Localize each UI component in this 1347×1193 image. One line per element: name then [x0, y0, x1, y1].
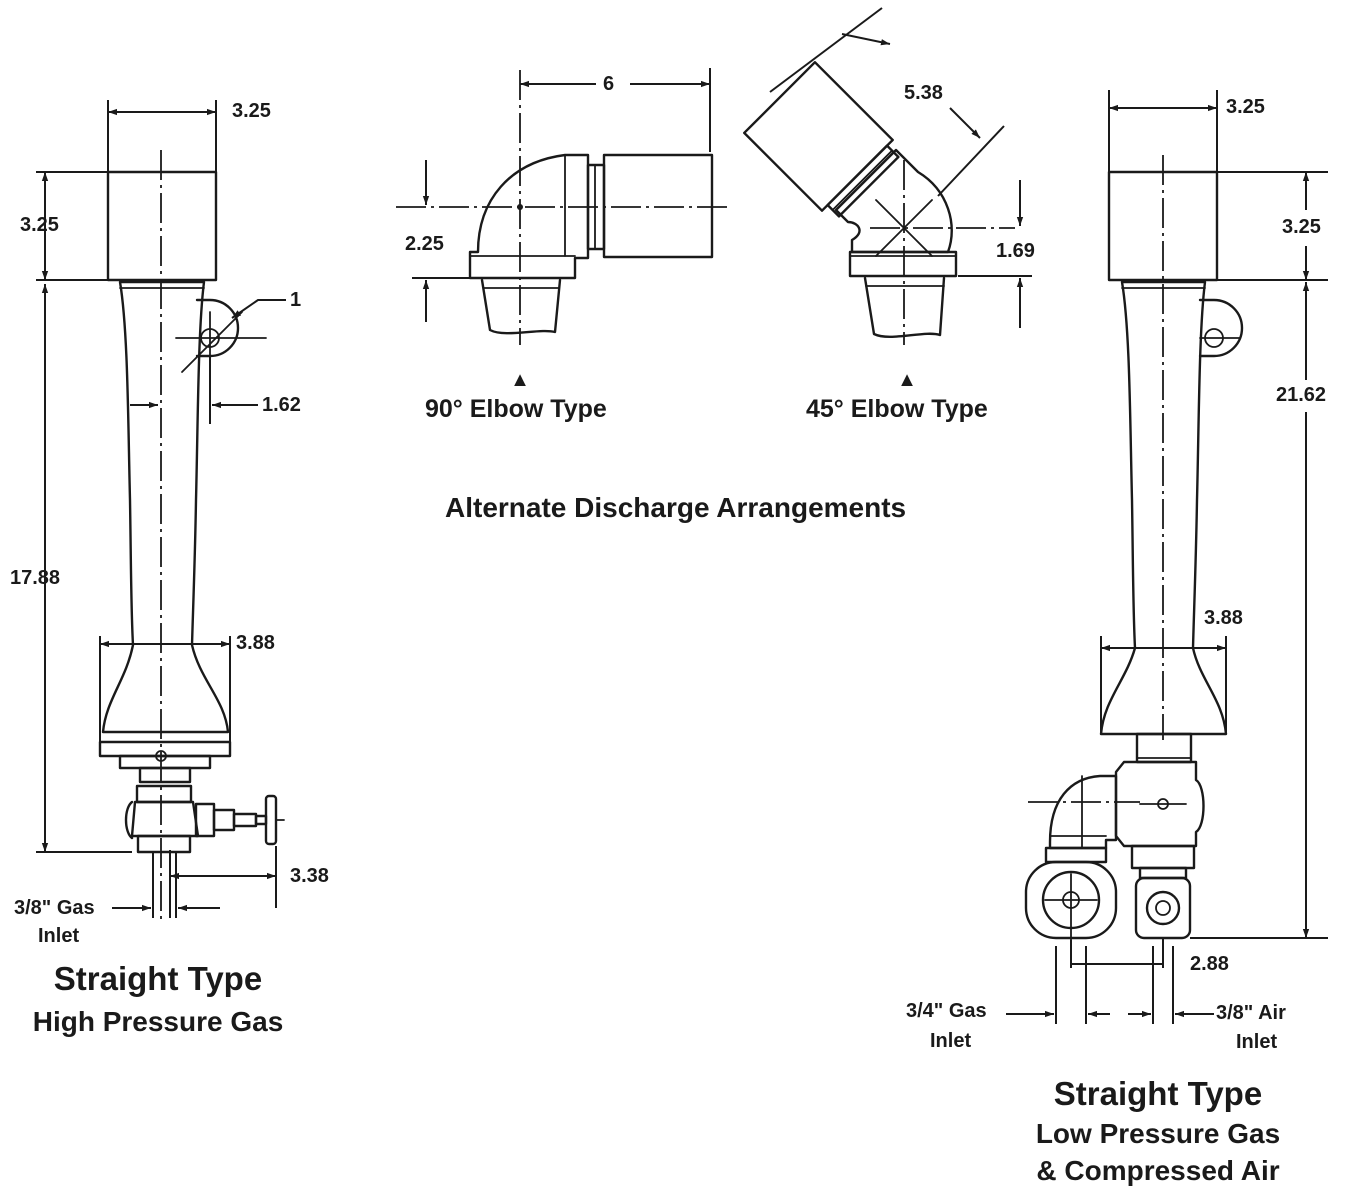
elbow-90-dimension-lines	[412, 68, 711, 322]
dim-left-length: 17.88	[10, 567, 61, 589]
dim-elbow45-height: 1.69	[996, 240, 1035, 262]
right-burner-drawing	[1024, 155, 1244, 941]
dim-left-valve-offset: 3.38	[290, 865, 329, 887]
left-inlet-label-line2: Inlet	[38, 925, 80, 947]
left-inlet-label-line1: 3/8" Gas	[14, 897, 95, 919]
dim-elbow90-length: 6	[603, 73, 615, 95]
dim-right-length: 21.62	[1276, 384, 1327, 406]
dim-left-offset: 1.62	[262, 394, 301, 416]
right-caption-title: Straight Type	[1053, 1075, 1263, 1112]
elbow90-caption: 90° Elbow Type	[425, 395, 607, 423]
elbow45-marker: ▲	[897, 369, 917, 391]
dim-right-top-width: 3.25	[1226, 96, 1265, 118]
left-dimension-lines	[36, 100, 286, 918]
dim-left-top-width: 3.25	[232, 100, 271, 122]
elbow45-caption: 45° Elbow Type	[806, 395, 988, 423]
right-dimension-lines	[1006, 90, 1328, 1024]
elbow-45-dimension-lines	[769, 7, 1032, 328]
elbow90-marker: ▲	[510, 369, 530, 391]
right-caption-subtitle-1: Low Pressure Gas	[1035, 1118, 1281, 1149]
center-caption: Alternate Discharge Arrangements	[445, 492, 907, 523]
dim-left-leader-1: 1	[290, 289, 302, 311]
left-caption-title: Straight Type	[53, 960, 263, 997]
right-gas-inlet-label-line1: 3/4" Gas	[906, 1000, 987, 1022]
dim-elbow90-height: 2.25	[405, 233, 444, 255]
elbow-90-drawing	[396, 70, 730, 345]
dim-right-head-height: 3.25	[1282, 216, 1321, 238]
dim-right-inlet-spacing: 2.88	[1190, 953, 1229, 975]
left-burner-drawing	[98, 150, 285, 920]
dim-left-base-width: 3.88	[236, 632, 275, 654]
right-gas-inlet-label-line2: Inlet	[930, 1030, 972, 1052]
elbow-45-drawing	[743, 61, 1015, 345]
dim-elbow45-length: 5.38	[904, 82, 943, 104]
right-air-inlet-label-line2: Inlet	[1236, 1031, 1278, 1053]
right-caption-subtitle-2: & Compressed Air	[1036, 1155, 1280, 1186]
right-air-inlet-label-line1: 3/8" Air	[1216, 1002, 1286, 1024]
dim-right-base-width: 3.88	[1204, 607, 1243, 629]
dim-left-head-height: 3.25	[20, 214, 59, 236]
left-caption-subtitle: High Pressure Gas	[32, 1006, 284, 1037]
